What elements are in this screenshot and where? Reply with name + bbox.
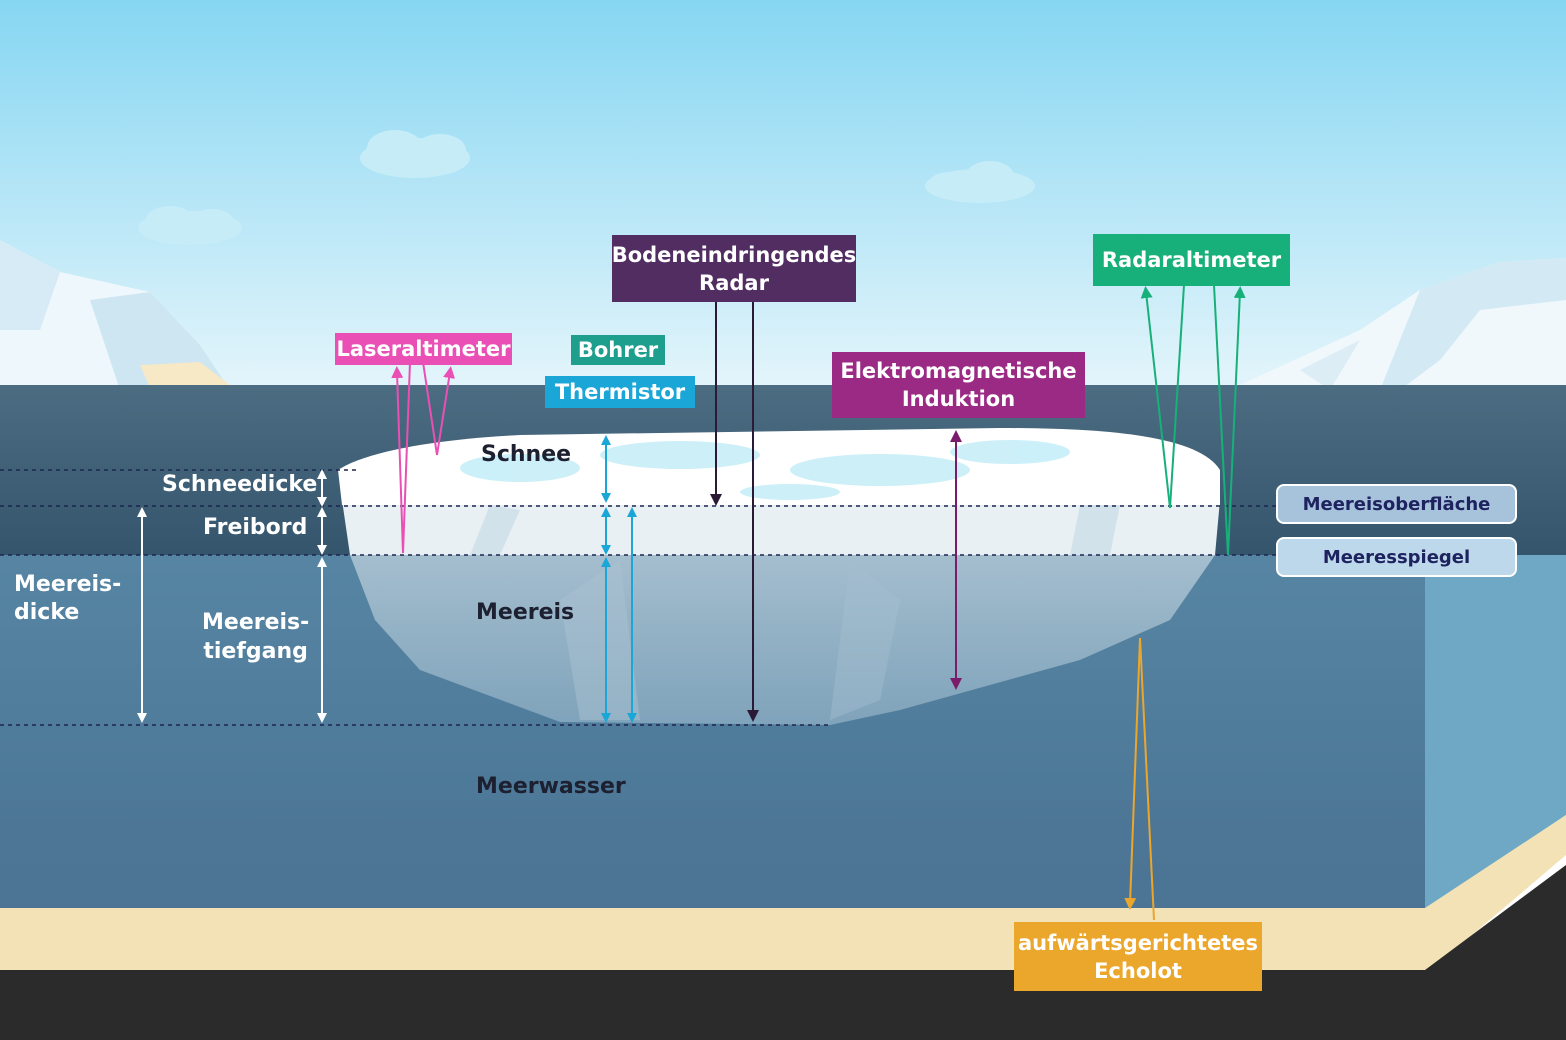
snow-thickness-label: Schneedicke [162, 472, 318, 497]
freeboard-label: Freibord [203, 515, 308, 540]
ice-surface-pill: Meereisoberfläche [1276, 484, 1517, 524]
right-glacier [1240, 258, 1566, 390]
sonar-box: aufwärtsgerichtetes Echolot [1014, 922, 1262, 991]
sea-level-pill: Meeresspiegel [1276, 537, 1517, 577]
radar-beams [1140, 284, 1246, 556]
ice-thickness-label: Meereis- dicke [14, 572, 122, 625]
sea-water-label: Meerwasser [476, 774, 626, 799]
ice-draft-label: Meereis- tiefgang [202, 610, 310, 664]
left-glacier [0, 240, 230, 390]
sea-ice-label: Meereis [476, 600, 575, 625]
gpr-box: Bodeneindringendes Radar [612, 235, 856, 302]
laser-altimeter-box: Laseraltimeter [335, 333, 512, 365]
ice-freeboard [342, 500, 1220, 555]
em-induction-box: Elektromagnetische Induktion [832, 352, 1085, 418]
thermistor-box: Thermistor [545, 376, 695, 408]
snow-label: Schnee [481, 442, 572, 467]
sonar-beams [1124, 637, 1155, 921]
sky [0, 0, 1566, 390]
cloud [138, 130, 1035, 245]
radar-altimeter-box: Radaraltimeter [1093, 234, 1290, 286]
drill-box: Bohrer [571, 335, 665, 365]
laser-beams [391, 361, 455, 554]
water-side [1425, 555, 1566, 910]
